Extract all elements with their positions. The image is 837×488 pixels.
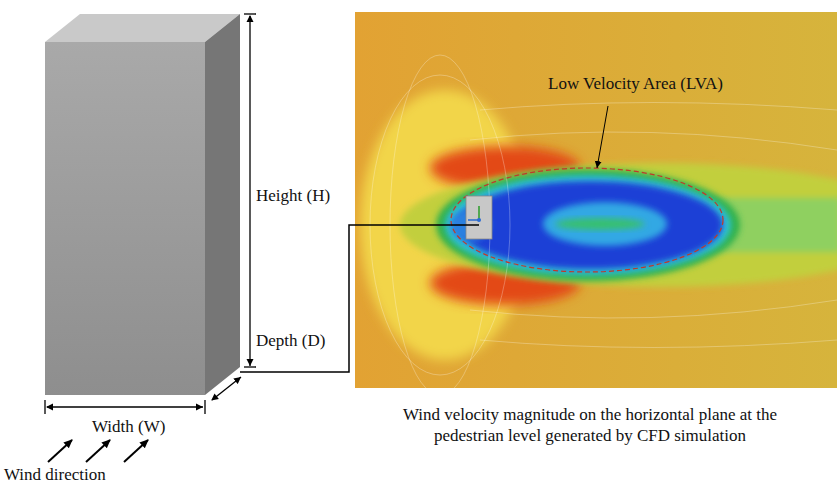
dimension-label: Height (H) xyxy=(256,185,330,206)
dimension-label: Depth (D) xyxy=(256,330,325,351)
figure-caption: Wind velocity magnitude on the horizonta… xyxy=(375,404,805,447)
building-block xyxy=(45,14,240,395)
leader-line xyxy=(240,225,479,372)
dimension-lines xyxy=(45,14,256,414)
callout-arrow xyxy=(597,106,608,168)
callout-label: Low Velocity Area (LVA) xyxy=(548,73,723,94)
cfd-contour-plot xyxy=(355,12,837,388)
wind-label: Wind direction xyxy=(4,464,106,485)
dimension-label: Width (W) xyxy=(92,416,165,437)
wind-arrows xyxy=(48,440,148,462)
